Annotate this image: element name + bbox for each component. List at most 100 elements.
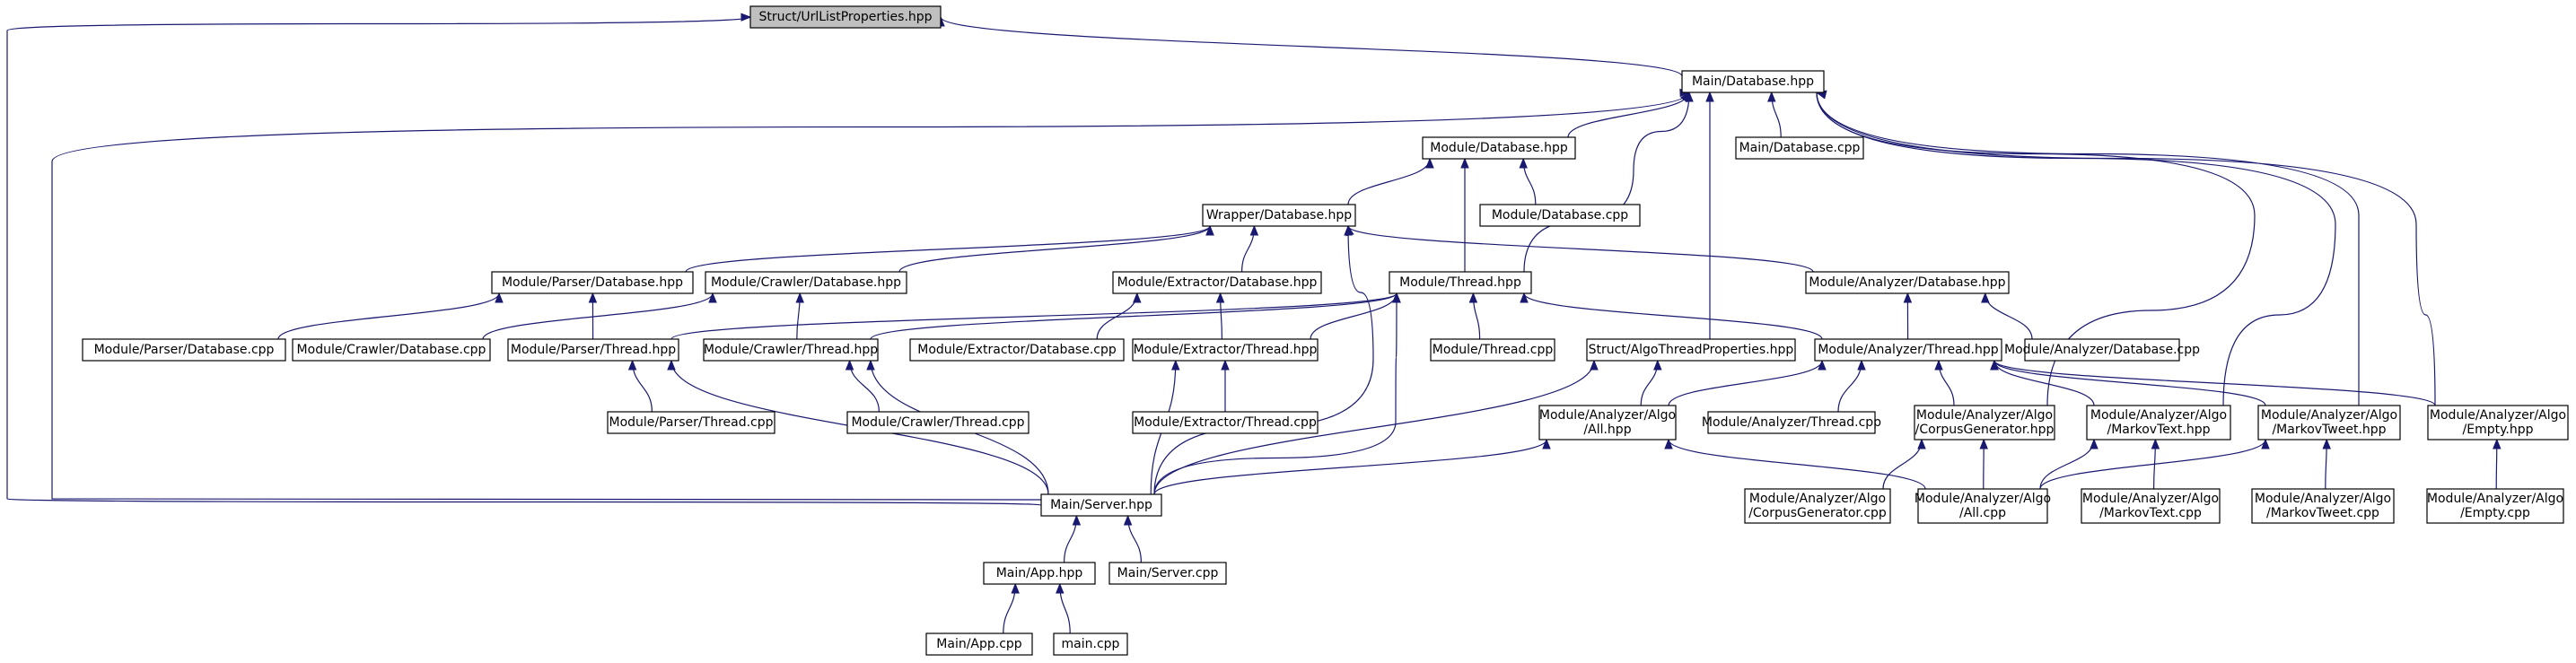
arrowhead — [1653, 359, 1662, 371]
arrowhead — [2090, 438, 2098, 449]
node-box — [1735, 136, 1864, 160]
graph-node[interactable]: Wrapper/Database.hpp — [1202, 204, 1356, 227]
node-label: Module/Parser/Thread.hpp — [511, 343, 676, 357]
arrowhead — [1468, 292, 1478, 303]
graph-node[interactable]: Module/Crawler/Thread.cpp — [846, 411, 1030, 434]
arrowhead — [1818, 359, 1827, 371]
dependency-edge — [277, 292, 500, 340]
graph-node[interactable]: Module/Parser/Database.hpp — [491, 271, 694, 294]
dependency-edge — [1668, 360, 1823, 406]
graph-node[interactable]: Module/Crawler/Database.hpp — [705, 271, 907, 294]
arrowhead — [1011, 582, 1020, 594]
arrowhead — [795, 292, 804, 303]
arrowhead — [1590, 359, 1599, 371]
graph-node[interactable]: Module/Extractor/Database.hpp — [1112, 271, 1322, 294]
node-box — [2081, 488, 2221, 524]
dependency-edge — [685, 225, 1211, 273]
graph-node[interactable]: Module/Parser/Thread.hpp — [507, 338, 679, 362]
node-box — [846, 411, 1030, 434]
graph-node[interactable]: Main/Database.cpp — [1735, 136, 1864, 160]
graph-node[interactable]: Struct/UrlListProperties.hpp — [749, 5, 942, 29]
node-label: /MarkovText.hpp — [2107, 423, 2210, 437]
dependency-edge — [1523, 292, 1823, 340]
dependency-edge — [1985, 292, 2033, 340]
dependency-edge — [898, 225, 1211, 273]
graph-node[interactable]: Module/Crawler/Database.cpp — [292, 338, 491, 362]
graph-node[interactable]: Module/Database.hpp — [1422, 136, 1576, 160]
graph-node[interactable]: Module/Analyzer/Database.hpp — [1805, 271, 2010, 294]
node-label: Main/Server.hpp — [1050, 498, 1152, 512]
arrowhead — [588, 292, 598, 303]
node-box — [749, 5, 942, 29]
graph-node[interactable]: Module/Analyzer/Algo/CorpusGenerator.cpp — [1744, 488, 1891, 524]
dependency-edge — [1153, 292, 1398, 495]
graph-node[interactable]: Main/Database.hpp — [1681, 70, 1825, 93]
graph-node[interactable]: Module/Analyzer/Thread.cpp — [1702, 411, 1881, 434]
graph-node[interactable]: Module/Parser/Thread.cpp — [607, 411, 775, 434]
arrowhead — [2322, 438, 2331, 449]
graph-node[interactable]: Main/App.cpp — [925, 632, 1033, 656]
node-label: Module/Analyzer/Algo — [1749, 492, 1886, 506]
graph-node[interactable]: Module/Analyzer/Thread.hpp — [1814, 338, 2002, 362]
node-box — [1707, 411, 1876, 434]
dependency-edge — [1816, 92, 2436, 406]
arrowhead — [1903, 292, 1913, 303]
dependency-edge — [1153, 360, 1595, 495]
graph-node[interactable]: Module/Analyzer/Algo/All.hpp — [1538, 405, 1677, 441]
arrowhead — [1981, 292, 1990, 303]
dependency-edge — [1347, 225, 1814, 273]
dependency-edge — [1993, 360, 2095, 406]
graph-node[interactable]: Module/Extractor/Thread.hpp — [1132, 338, 1319, 362]
node-label: /MarkovText.cpp — [2099, 506, 2202, 520]
arrowhead — [1345, 224, 1354, 237]
node-box — [1914, 405, 2055, 441]
graph-node[interactable]: Module/Analyzer/Algo/CorpusGenerator.hpp — [1914, 405, 2055, 441]
dependency-edge — [1523, 92, 1690, 273]
graph-node[interactable]: Module/Analyzer/Algo/Empty.hpp — [2427, 405, 2569, 441]
graph-node[interactable]: Module/Analyzer/Database.cpp — [2004, 338, 2200, 362]
graph-node[interactable]: Module/Analyzer/Algo/MarkovTweet.hpp — [2257, 405, 2401, 441]
graph-node[interactable]: Module/Analyzer/Algo/MarkovText.cpp — [2081, 488, 2221, 524]
graph-node[interactable]: Module/Crawler/Thread.hpp — [703, 338, 879, 362]
node-label: Module/Analyzer/Algo — [2261, 408, 2397, 423]
arrowhead — [2493, 438, 2502, 449]
graph-node[interactable]: Module/Extractor/Database.cpp — [909, 338, 1125, 362]
graph-node[interactable]: Main/App.hpp — [983, 562, 1096, 585]
node-box — [2427, 405, 2569, 441]
graph-node[interactable]: Module/Parser/Database.cpp — [82, 338, 286, 362]
arrowhead — [667, 359, 676, 371]
node-label: Module/Thread.hpp — [1399, 275, 1521, 290]
graph-node[interactable]: Module/Thread.cpp — [1430, 338, 1555, 362]
node-box — [1744, 488, 1891, 524]
graph-node[interactable]: Module/Extractor/Thread.cpp — [1132, 411, 1319, 434]
node-box — [983, 562, 1096, 585]
node-label: /All.hpp — [1583, 423, 1631, 437]
node-box — [1040, 493, 1162, 517]
node-label: Module/Crawler/Thread.cpp — [851, 415, 1024, 430]
node-label: Module/Database.hpp — [1430, 141, 1568, 155]
arrowhead — [1171, 359, 1180, 371]
graph-node[interactable]: Main/Server.cpp — [1108, 562, 1227, 585]
graph-node[interactable]: Module/Database.cpp — [1479, 204, 1641, 227]
node-label: Module/Parser/Database.hpp — [502, 275, 683, 290]
node-label: /CorpusGenerator.hpp — [1915, 423, 2055, 437]
arrowhead — [2151, 438, 2160, 449]
arrowhead — [1425, 157, 1434, 169]
arrowhead — [1072, 514, 1082, 526]
graph-node[interactable]: Module/Analyzer/Algo/MarkovText.hpp — [2086, 405, 2231, 441]
graph-node[interactable]: Module/Analyzer/Algo/All.cpp — [1914, 488, 2051, 524]
graph-node[interactable]: Module/Analyzer/Algo/Empty.cpp — [2426, 488, 2564, 524]
node-box — [1389, 271, 1532, 294]
graph-node[interactable]: Module/Thread.hpp — [1389, 271, 1532, 294]
graph-node[interactable]: Main/Server.hpp — [1040, 493, 1162, 517]
node-label: Module/Analyzer/Algo — [2430, 408, 2566, 423]
graph-node[interactable]: main.cpp — [1053, 632, 1128, 656]
dependency-edge — [6, 16, 1042, 506]
graph-node[interactable]: Struct/AlgoThreadProperties.hpp — [1586, 338, 1796, 362]
graph-node[interactable]: Module/Analyzer/Algo/MarkovTweet.cpp — [2251, 488, 2395, 524]
edges-layer — [6, 13, 2502, 634]
node-box — [1202, 204, 1356, 227]
dependency-edge — [1668, 439, 1926, 490]
arrowhead — [1542, 438, 1551, 449]
node-label: Main/App.cpp — [936, 637, 1022, 651]
